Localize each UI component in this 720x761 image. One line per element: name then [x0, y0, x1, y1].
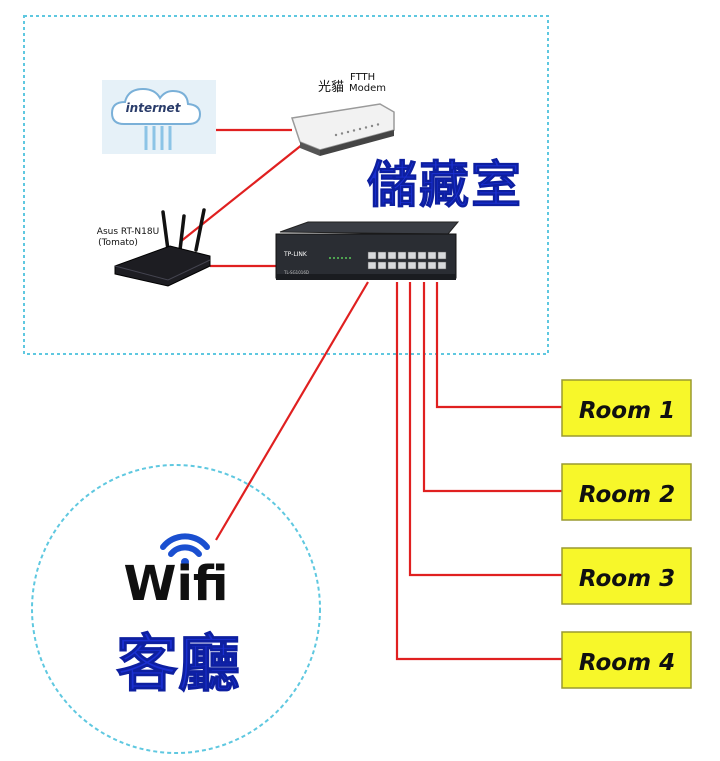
wifi-icon: [160, 533, 210, 566]
storage-room-boundary: [23, 15, 549, 355]
wifi-label: Wifi: [124, 556, 229, 612]
modem-label-modem: Modem: [349, 83, 386, 94]
room-box-2: Room 2: [561, 463, 692, 521]
cable-room-4: [395, 282, 562, 661]
storage-room-label: 儲藏室: [367, 156, 523, 214]
internet-cloud-icon: [110, 87, 202, 125]
modem-icon: [291, 103, 395, 151]
living-room-boundary: [31, 464, 321, 754]
cables: [179, 128, 562, 661]
router-label-firmware: (Tomato): [98, 238, 138, 248]
internet-arrows-icon: [144, 126, 172, 150]
router-label-model: Asus RT-N18U: [97, 227, 159, 237]
room-label-4: Room 4: [579, 650, 675, 676]
room-box-1: Room 1: [561, 379, 692, 437]
switch-node: TP-LINK TL-SG1016D: [275, 221, 460, 280]
room-label-3: Room 3: [579, 566, 675, 592]
room-box-4: Room 4: [561, 631, 692, 689]
modem-node: 光貓 FTTH Modem: [291, 72, 395, 156]
router-antennas-icon: [161, 208, 206, 252]
room-box-3: Room 3: [561, 547, 692, 605]
cable-room-2: [422, 282, 562, 493]
cable-switch-wifi: [215, 281, 369, 541]
cable-room-1: [435, 282, 562, 409]
cable-room-3: [408, 282, 562, 577]
modem-label-ftth: FTTH: [350, 72, 375, 83]
internet-node: internet: [102, 80, 216, 154]
room-label-2: Room 2: [579, 482, 675, 508]
switch-brand-label: TP-LINK: [283, 251, 308, 258]
router-icon: [114, 245, 211, 287]
internet-label: internet: [126, 101, 182, 115]
switch-model-label: TL-SG1016D: [283, 270, 309, 275]
living-room-label: 客廳: [116, 627, 240, 700]
room-label-1: Room 1: [579, 398, 675, 424]
modem-label-cn: 光貓: [318, 80, 344, 95]
router-node: Asus RT-N18U (Tomato): [97, 208, 211, 287]
switch-ports: [367, 251, 447, 270]
